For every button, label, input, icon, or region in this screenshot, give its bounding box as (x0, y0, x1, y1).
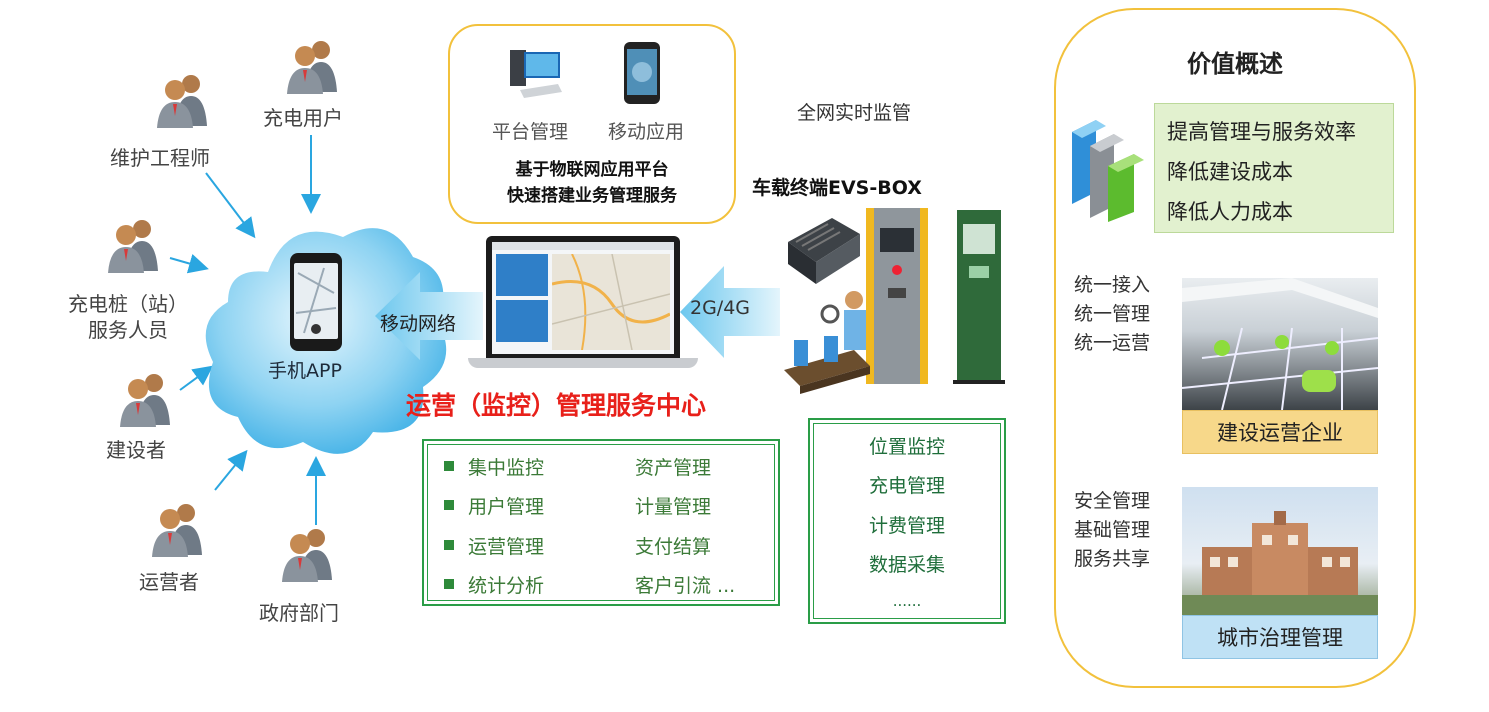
platform-mgmt-label: 平台管理 (492, 121, 569, 143)
feature-item: 支付结算 (635, 536, 712, 558)
maintenance-engineer-icon (153, 68, 213, 128)
benefit-item: 提高管理与服务效率 (1167, 120, 1356, 144)
feature-item: 集中监控 (444, 453, 544, 480)
charging-pile-icon (866, 208, 928, 384)
benefit-item: 降低人力成本 (1167, 200, 1293, 224)
role-maintenance-engineer: 维护工程师 (110, 146, 210, 170)
benefit-box: 提高管理与服务效率 降低建设成本 降低人力成本 (1154, 103, 1394, 233)
parking-lot-image (1182, 278, 1378, 410)
feature-item: 资产管理 (635, 457, 712, 479)
station-staff-icon (104, 213, 164, 273)
builder-icon (116, 367, 176, 427)
charging-user-icon (283, 34, 343, 94)
role-government: 政府部门 (259, 601, 339, 625)
platform-title: 基于物联网应用平台 快速搭建业务管理服务 (450, 157, 734, 209)
feature-item: 计量管理 (635, 496, 712, 518)
mobile-network-arrow (375, 272, 483, 360)
operator-icon (148, 497, 208, 557)
terminal-feature: 充电管理 (868, 475, 945, 497)
government-icon (278, 522, 338, 582)
city-caption: 城市治理管理 (1182, 615, 1378, 659)
platform-mobile-app-label: 移动应用 (608, 121, 685, 143)
value-panel: 价值概述 提高管理与服务效率 降低建设成本 降低人力成本 统一接入 统一管理 统… (1054, 8, 1416, 688)
center-features-box: 集中监控 用户管理 运营管理 统计分析 资产管理 计量管理 支付结算 客户引流 … (422, 439, 780, 606)
terminal-label: 车载终端EVS-BOX (752, 177, 922, 199)
city-building-image (1182, 487, 1378, 615)
bar-chart-3d-icon (1072, 120, 1144, 222)
platform-title-line1: 基于物联网应用平台 (515, 160, 669, 180)
charging-pile-2-icon (953, 210, 1005, 384)
terminal-feature: 数据采集 (868, 554, 945, 576)
role-builder: 建设者 (106, 438, 166, 462)
enterprise-text: 统一接入 统一管理 统一运营 (1074, 274, 1151, 354)
mobile-app-label: 手机APP (268, 360, 342, 382)
platform-box: 平台管理 移动应用 基于物联网应用平台 快速搭建业务管理服务 (448, 24, 736, 224)
center-title: 运营（监控）管理服务中心 (406, 391, 707, 420)
link-arrow (680, 266, 780, 358)
feature-item: 客户引流 ... (635, 575, 736, 597)
evs-box-icon (788, 218, 860, 284)
worker-icon (784, 291, 870, 394)
feature-item: 运营管理 (444, 532, 544, 559)
benefit-item: 降低建设成本 (1167, 160, 1293, 184)
value-title: 价值概述 (1187, 50, 1283, 78)
terminal-feature-ellipsis: ...... (892, 592, 922, 610)
feature-item: 用户管理 (444, 492, 544, 519)
mobile-network-label: 移动网络 (380, 313, 457, 335)
feature-item: 统计分析 (444, 571, 544, 598)
platform-title-line2: 快速搭建业务管理服务 (507, 186, 677, 206)
smartphone-icon (618, 40, 668, 106)
terminal-features-box: 位置监控 充电管理 计费管理 数据采集 ...... (808, 418, 1006, 624)
phone-icon (290, 253, 342, 351)
terminal-feature: 位置监控 (868, 436, 945, 458)
role-station-staff-line1: 充电桩（站） (68, 292, 188, 316)
network-monitor-label: 全网实时监管 (797, 102, 912, 124)
role-charging-user: 充电用户 (263, 106, 343, 130)
role-operator: 运营者 (139, 570, 199, 594)
city-text: 安全管理 基础管理 服务共享 (1074, 490, 1151, 570)
role-station-staff-line2: 服务人员 (88, 318, 168, 342)
laptop-icon (468, 236, 698, 368)
link-label: 2G/4G (690, 297, 751, 319)
computer-icon (510, 42, 564, 98)
enterprise-caption: 建设运营企业 (1182, 410, 1378, 454)
terminal-feature: 计费管理 (868, 515, 945, 537)
